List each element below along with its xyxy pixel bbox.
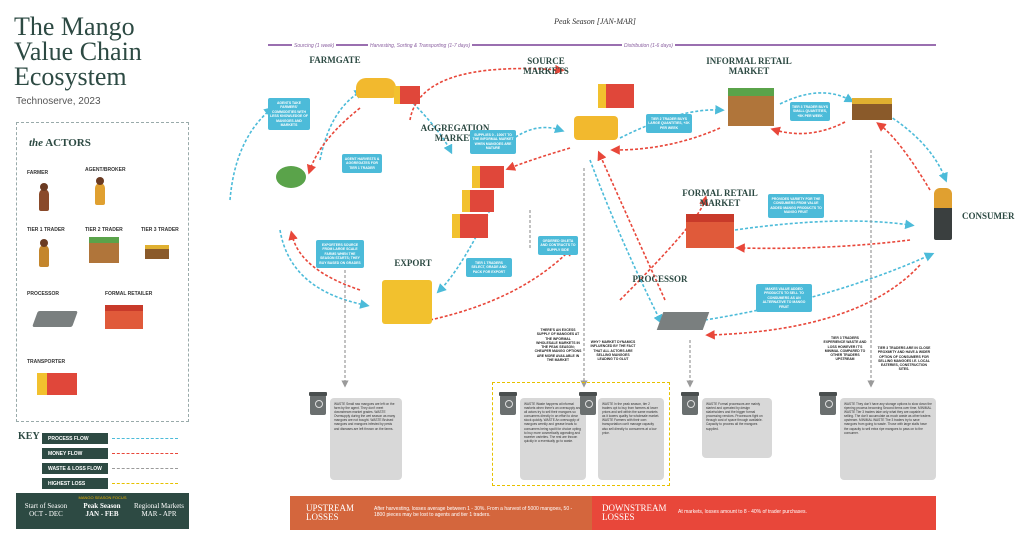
processor-conveyor-icon <box>656 312 710 330</box>
phase-bar <box>268 44 936 46</box>
phase-distribution: Distribution (1-6 days) <box>622 43 675 49</box>
mango-tree-icon <box>276 166 306 188</box>
upstream-losses-text: After harvesting, losses average between… <box>374 506 573 518</box>
actor-agent: AGENT/BROKER <box>85 167 126 173</box>
tier3-table-icon <box>145 245 169 259</box>
note-market-dynamics: WHY? MARKET DYNAMICS INFLUENCED BY THE F… <box>590 340 636 362</box>
key-highest-line <box>112 483 178 484</box>
upstream-losses-title: UPSTREAM LOSSES <box>306 503 355 522</box>
stage-aggregation: AGGREGATION MARKET <box>420 123 490 143</box>
key-process-line <box>112 438 178 439</box>
callout-agent-harvests: AGENT HARVESTS & AGGREGATES FOR TIER 1 T… <box>342 154 382 174</box>
callout-tier3: TIER 3 TRADER BUYS SMALL QUANTITIES, +5K… <box>790 102 830 122</box>
infographic-title: The Mango Value Chain Ecosystem <box>14 12 142 91</box>
tier2-stall-icon <box>89 237 119 263</box>
callout-variety: PROVIDES VARIETY FOR THE CONSUMERS FROM … <box>768 194 824 218</box>
farmer-figure-icon <box>39 183 49 211</box>
key-waste-line <box>112 468 178 469</box>
callout-agents-farmers: AGENTS TAKE FARMERS' COMMODITIES WITH LE… <box>268 98 310 131</box>
source-truck-icon <box>598 84 634 108</box>
actor-farmer: FARMER <box>27 170 49 176</box>
stage-informal-retail: INFORMAL RETAIL MARKET <box>706 56 792 76</box>
aggregation-truck-3-icon <box>452 214 488 238</box>
actor-transporter: TRANSPORTER <box>27 359 66 365</box>
callout-tier1-export: TIER 1 TRADERS SELECT, GRADE AND PACK FO… <box>466 258 512 278</box>
peak-season-label: Peak Season [JAN-MAR] <box>554 17 636 26</box>
callout-supplies: SUPPLIES 0 - 1000T TO THE INFORMAL MARKE… <box>470 130 516 154</box>
callout-exporters: EXPORTERS SOURCE FROM LARGE SCALE FARMS … <box>316 240 364 269</box>
note-excess-supply: THERE'S AN EXCESS SUPPLY OF MANGOES AT T… <box>534 328 582 363</box>
stage-consumer: CONSUMER <box>962 211 1015 221</box>
tier3-trader-table-icon <box>852 98 892 120</box>
losses-bar: UPSTREAM LOSSES After harvesting, losses… <box>290 496 936 530</box>
note-tier3-waste: TIER 3 TRADERS EXPERIENCE WASTE AND LOSS… <box>823 336 867 362</box>
callout-ordered: ORDERED ON-ETA AND CONTRACTS TO SUPPLY S… <box>538 236 578 256</box>
actor-processor: PROCESSOR <box>27 291 59 297</box>
tier1-trader-icon <box>39 239 49 267</box>
key-highest: HIGHEST LOSS <box>42 478 108 489</box>
waste-bin-icon <box>499 392 517 415</box>
actor-tier1: TIER 1 TRADER <box>27 227 65 233</box>
note-tier3-proximity: TIER 3 TRADERS ARE IN CLOSE PROXIMITY AN… <box>877 346 931 372</box>
formal-retailer-icon <box>105 305 143 329</box>
waste-card-source: WASTE Waste happens at informal markets … <box>520 398 586 480</box>
callout-value-added: MAKES VALUE ADDED PRODUCTS TO SELL TO CO… <box>756 284 812 313</box>
stage-processor: PROCESSOR <box>632 274 688 284</box>
credit-line: Technoserve, 2023 <box>16 96 101 107</box>
season-peak-label: Peak Season <box>83 502 121 510</box>
actor-tier2: TIER 2 TRADER <box>85 227 123 233</box>
key-title: KEY <box>18 431 40 442</box>
waste-bin-icon <box>819 392 837 415</box>
export-forklift-icon <box>382 280 432 324</box>
farmgate-truck-icon <box>394 86 420 104</box>
waste-bin-icon <box>681 392 699 415</box>
callout-tier2: TIER 2 TRADER BUYS LARGE QUANTITIES, +2K… <box>646 114 692 134</box>
actors-heading: the ACTORS <box>29 137 91 149</box>
season-start-dates: OCT - DEC <box>29 510 63 518</box>
waste-bin-icon <box>309 392 327 415</box>
source-crates-icon <box>574 116 618 140</box>
downstream-losses-text: At markets, losses amount to 8 - 40% of … <box>678 509 807 515</box>
season-regional-dates: MAR - APR <box>141 510 177 518</box>
consumer-figure-icon <box>934 188 952 240</box>
upstream-losses-panel <box>290 496 592 530</box>
transporter-truck-icon <box>37 373 77 395</box>
formal-retail-store-icon <box>686 214 734 248</box>
key-waste: WASTE & LOSS FLOW <box>42 463 108 474</box>
season-regional-label: Regional Markets <box>134 502 184 510</box>
key-money: MONEY FLOW <box>42 448 108 459</box>
phase-harvesting: Harvesting, Sorting & Transporting (1-7 … <box>368 43 473 49</box>
season-peak-dates: JAN - FEB <box>85 510 119 518</box>
season-start-label: Start of Season <box>24 502 68 510</box>
aggregation-truck-1-icon <box>472 166 504 188</box>
actor-tier3: TIER 3 TRADER <box>141 227 179 233</box>
stage-formal-retail: FORMAL RETAIL MARKET <box>682 188 758 208</box>
stage-export: EXPORT <box>394 258 432 268</box>
informal-stall-icon <box>728 88 774 126</box>
agent-figure-icon <box>95 177 105 205</box>
waste-card-tier2: WASTE In the peak season, tier 2 traders… <box>598 398 664 480</box>
phase-sourcing: Sourcing (1 week) <box>292 43 337 49</box>
actor-formal-retailer: FORMAL RETAILER <box>105 291 153 297</box>
waste-card-processor: WASTE Formal processors are mainly start… <box>702 398 772 458</box>
waste-bin-icon <box>579 392 597 415</box>
highest-loss-outline <box>492 382 670 486</box>
key-money-line <box>112 453 178 454</box>
actors-panel: the ACTORS FARMER AGENT/BROKER TIER 1 TR… <box>16 122 189 422</box>
season-heading: MANGO SEASON FOCUS <box>78 495 127 500</box>
farmgate-mango-pile-icon <box>356 78 396 98</box>
key-process: PROCESS FLOW <box>42 433 108 444</box>
aggregation-truck-2-icon <box>462 190 494 212</box>
waste-card-farmgate: WASTE Small raw mangoes are left on the … <box>330 398 402 480</box>
stage-source-markets: SOURCE MARKETS <box>523 56 569 76</box>
stage-farmgate: FARMGATE <box>309 55 361 65</box>
downstream-losses-title: DOWNSTREAM LOSSES <box>602 503 667 522</box>
waste-card-tier3: WASTE They don't have any storage option… <box>840 398 936 480</box>
